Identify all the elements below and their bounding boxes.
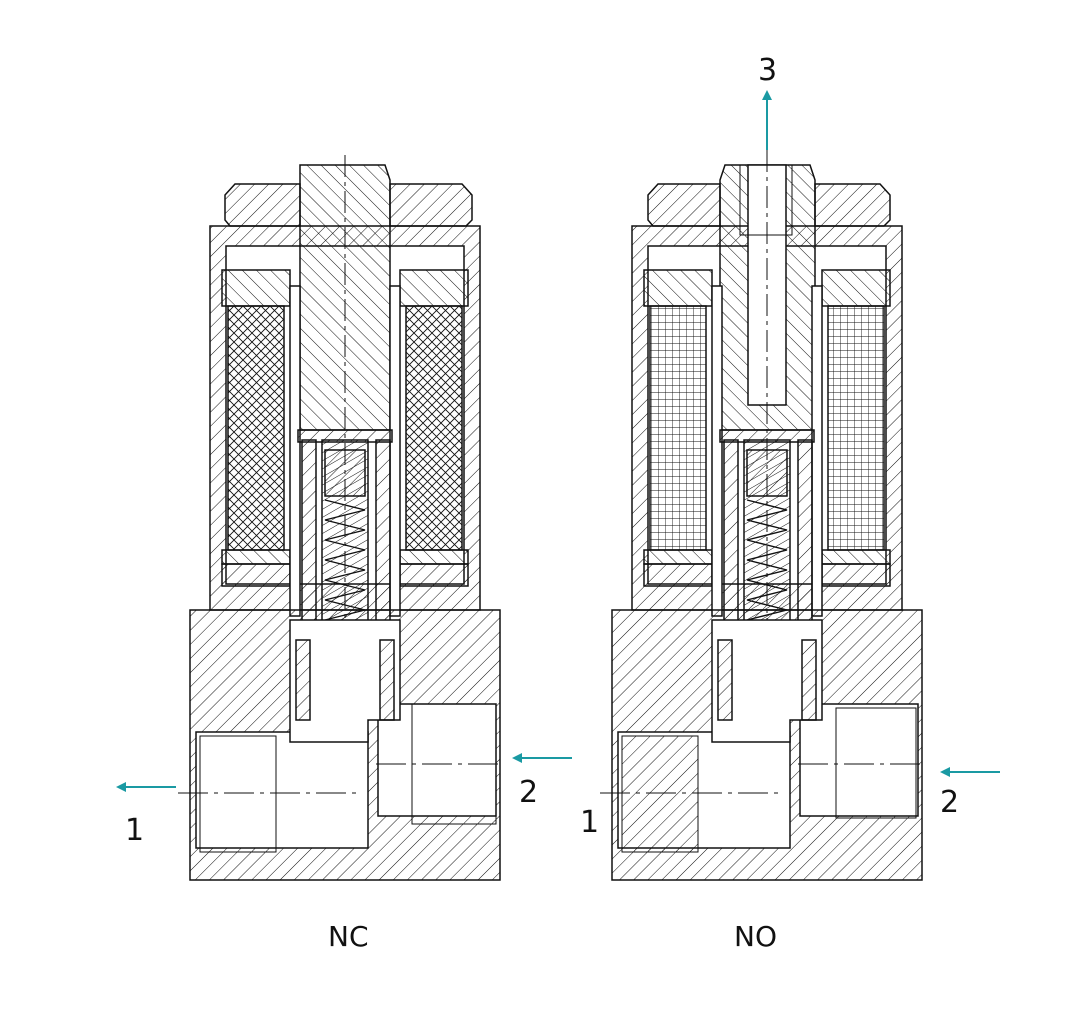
no-coil-winding-right [827, 305, 885, 551]
flow-arrows [116, 90, 1000, 792]
no-port-2-label: 2 [940, 785, 959, 820]
no-port-1-label: 1 [580, 805, 599, 840]
nc-valve [178, 155, 504, 881]
nc-port-1-label: 1 [125, 813, 144, 848]
nc-top-nut [224, 183, 301, 227]
no-valve [600, 150, 926, 881]
no-caption: NO [734, 920, 777, 953]
no-port-3-label: 3 [758, 53, 777, 88]
nc-caption: NC [328, 920, 369, 953]
nc-coil-winding-left [227, 305, 285, 551]
no-top-nut [647, 183, 721, 227]
nc-coil-winding-right [405, 305, 463, 551]
nc-port-2-label: 2 [519, 775, 538, 810]
no-coil-winding-left [649, 305, 707, 551]
